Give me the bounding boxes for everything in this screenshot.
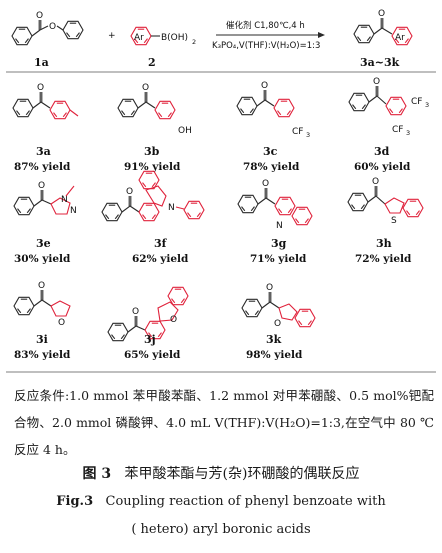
atom-o: O bbox=[378, 9, 385, 19]
product-3d: O CF 3 CF 3 bbox=[349, 77, 429, 137]
reaction-conditions-note: 反应条件:1.0 mmol 苯甲酸苯酯、1.2 mmol 对甲苯硼酸、0.5 m… bbox=[14, 388, 434, 457]
atom-o: O bbox=[132, 307, 139, 317]
product-label: 3c bbox=[263, 145, 278, 158]
atom-cf3: CF bbox=[292, 127, 303, 137]
product-3g: O N bbox=[238, 179, 313, 231]
atom-o: O bbox=[266, 283, 273, 293]
aryl-ring-label: Ar bbox=[134, 33, 144, 43]
reactant-1-label: 1a bbox=[34, 56, 49, 69]
scheme-reactant-1: O O bbox=[12, 11, 84, 45]
figure-title-en-line1: Coupling reaction of phenyl benzoate wit… bbox=[105, 494, 386, 509]
atom-o: O bbox=[261, 81, 268, 91]
atom-n: N bbox=[276, 221, 283, 231]
product-label: 3a~3k bbox=[360, 56, 400, 69]
atom-n: N bbox=[70, 206, 77, 216]
product-yield: 60% yield bbox=[354, 161, 411, 173]
atom-o: O bbox=[36, 11, 43, 21]
reaction-scheme: O O 1a + Ar B(OH) 2 2 催化剂 C1,80℃,4 h K₃P… bbox=[6, 9, 436, 373]
figure-caption-en: Fig.3 Coupling reaction of phenyl benzoa… bbox=[0, 494, 442, 509]
product-3j: O O bbox=[108, 286, 189, 340]
product-3c: O CF 3 bbox=[237, 81, 310, 139]
conditions-bottom: K₃PO₄,V(THF):V(H₂O)=1:3 bbox=[212, 41, 320, 51]
atom-oh: OH bbox=[178, 126, 192, 136]
atom-o: O bbox=[373, 77, 380, 87]
figure-title-cn: 苯甲酸苯酯与芳(杂)环硼酸的偶联反应 bbox=[124, 466, 360, 482]
product-label: 3e bbox=[36, 237, 51, 250]
product-yield: 62% yield bbox=[132, 253, 189, 265]
atom-o: O bbox=[142, 83, 149, 93]
product-label: 3a bbox=[36, 145, 51, 158]
figure-caption-cn: 图 3 苯甲酸苯酯与芳(杂)环硼酸的偶联反应 bbox=[0, 463, 442, 483]
product-label: 3b bbox=[144, 145, 160, 158]
atom-o: O bbox=[38, 281, 45, 291]
product-yield: 91% yield bbox=[124, 161, 181, 173]
atom-o: O bbox=[49, 22, 56, 32]
product-label: 3f bbox=[154, 237, 168, 250]
atom-n: N bbox=[168, 203, 175, 213]
product-yield: 72% yield bbox=[355, 253, 412, 265]
product-3f: O N bbox=[102, 170, 205, 222]
product-label: 3g bbox=[271, 237, 287, 250]
product-label: 3h bbox=[376, 237, 392, 250]
aryl-ring-label: Ar bbox=[395, 33, 405, 43]
atom-cf3: CF bbox=[411, 97, 422, 107]
atom-o: O bbox=[274, 319, 281, 329]
product-label: 3d bbox=[374, 145, 390, 158]
scheme-product: O Ar bbox=[354, 9, 413, 46]
product-label: 3i bbox=[36, 333, 48, 346]
atom-n: N bbox=[61, 195, 68, 205]
product-3a: O bbox=[13, 83, 79, 120]
product-3h: O S bbox=[348, 177, 424, 226]
product-yield: 83% yield bbox=[14, 349, 71, 361]
atom-s: S bbox=[391, 216, 397, 226]
cf3-subscript: 3 bbox=[425, 101, 429, 109]
product-label: 3k bbox=[266, 333, 282, 346]
atom-o: O bbox=[58, 318, 65, 328]
cf3-subscript: 3 bbox=[306, 131, 310, 139]
atom-o: O bbox=[37, 83, 44, 93]
product-3k: O O bbox=[242, 283, 316, 329]
figure-caption-en-line2: ( hetero) aryl boronic acids bbox=[131, 522, 311, 537]
product-yield: 65% yield bbox=[124, 349, 181, 361]
product-yield: 71% yield bbox=[250, 253, 307, 265]
product-yield: 78% yield bbox=[243, 161, 300, 173]
figure-label-cn: 图 3 bbox=[82, 466, 112, 482]
atom-cf3: CF bbox=[392, 125, 403, 135]
atom-o: O bbox=[126, 187, 133, 197]
atom-o: O bbox=[262, 179, 269, 189]
product-yield: 87% yield bbox=[14, 161, 71, 173]
figure-label-en: Fig.3 bbox=[56, 494, 94, 509]
atom-o: O bbox=[38, 181, 45, 191]
plus-sign: + bbox=[108, 31, 116, 41]
boronic-acid-subscript: 2 bbox=[192, 38, 196, 46]
product-label: 3j bbox=[144, 333, 156, 346]
reactant-2-label: 2 bbox=[148, 56, 156, 69]
cf3-subscript: 3 bbox=[406, 129, 410, 137]
product-3i: O O bbox=[14, 281, 71, 328]
atom-o: O bbox=[170, 315, 177, 325]
atom-o: O bbox=[372, 177, 379, 187]
arrow-head bbox=[318, 32, 325, 38]
conditions-top: 催化剂 C1,80℃,4 h bbox=[226, 20, 305, 31]
product-yield: 30% yield bbox=[14, 253, 71, 265]
scheme-reactant-2: Ar B(OH) 2 bbox=[130, 26, 196, 46]
product-3b: O OH bbox=[118, 83, 192, 136]
product-yield: 98% yield bbox=[246, 349, 303, 361]
boronic-acid-group: B(OH) bbox=[161, 33, 188, 43]
product-3e: O N N bbox=[14, 181, 77, 216]
